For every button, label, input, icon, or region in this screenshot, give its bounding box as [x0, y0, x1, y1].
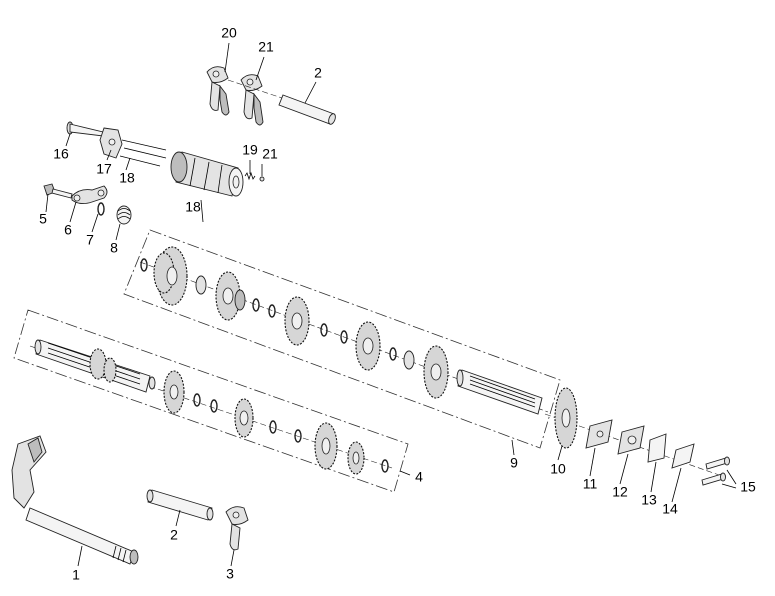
shift-fork-3	[225, 506, 249, 551]
plate-11	[585, 419, 613, 449]
part-label-14: 14	[662, 501, 678, 517]
shift-shaft-1	[11, 435, 139, 565]
shift-drum-pin-16	[66, 121, 104, 137]
part-label-1: 1	[72, 567, 80, 583]
part-label-17: 17	[96, 161, 112, 177]
stopper-arm-6	[71, 185, 108, 205]
ball-22	[259, 176, 265, 182]
star-plate-17	[99, 127, 123, 159]
counter-shaft-parts	[140, 246, 543, 415]
counter-shaft-boundary	[123, 229, 561, 449]
bolts-15	[701, 456, 730, 486]
shift-fork-rod-lower	[146, 489, 214, 521]
part-label-4: 4	[415, 469, 423, 485]
sprocket-10	[554, 387, 578, 449]
part-label-2: 2	[170, 527, 178, 543]
washer-7	[97, 202, 105, 216]
part-label-2: 2	[314, 65, 322, 81]
part-label-12: 12	[612, 484, 628, 500]
seal-14	[671, 443, 695, 469]
part-label-20: 19	[242, 142, 258, 158]
part-label-16: 16	[53, 146, 69, 162]
detent-spring-20	[244, 171, 256, 181]
part-label-9: 9	[510, 455, 518, 471]
shift-drum-19	[170, 151, 244, 197]
shift-fork-rod-upper	[278, 94, 336, 125]
part-label-6: 6	[64, 222, 72, 238]
part-labels: 20 21 2 16 17 18 19 21 18 5 6 7 8 4 9 10…	[39, 25, 756, 583]
plate-12	[617, 425, 645, 455]
main-shaft-parts	[34, 339, 389, 475]
bolt-5	[43, 183, 73, 199]
part-label-15: 15	[740, 479, 756, 495]
part-label-21: 21	[258, 39, 274, 55]
cover-13	[647, 433, 667, 463]
part-label-18: 18	[119, 170, 135, 186]
part-label-13: 13	[641, 492, 657, 508]
part-label-7: 7	[86, 232, 94, 248]
part-label-10: 10	[550, 461, 566, 477]
part-label-21: 20	[221, 25, 237, 41]
part-label-8: 8	[110, 240, 118, 256]
part-label-11: 11	[583, 476, 598, 492]
part-label-5: 5	[39, 211, 47, 227]
shift-fork-upper-right	[240, 74, 264, 126]
part-label-22: 21	[262, 146, 278, 162]
leader-lines	[45, 42, 737, 567]
main-shaft-boundary	[13, 309, 409, 493]
spring-8	[116, 205, 132, 225]
shift-fork-upper-left	[206, 66, 230, 116]
pins-18	[119, 139, 167, 167]
part-label-19: 18	[185, 199, 201, 215]
part-label-3: 3	[226, 566, 234, 582]
